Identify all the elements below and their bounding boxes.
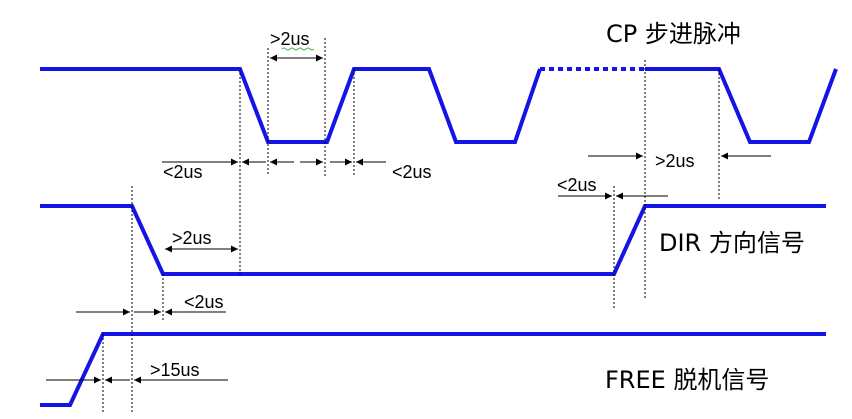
timing-free-dir: <2us [76,292,226,316]
cp-signal-line [40,67,542,144]
cp-signal-name: CP 步进脉冲 [606,20,741,48]
free-signal-name: FREE 脱机信号 [605,366,769,394]
label-dir-setup: <2us [557,175,597,195]
label-dir-cp-gap: >2us [655,151,695,171]
label-free-dir: <2us [184,292,224,312]
label-dir-low-cp: >2us [172,228,212,248]
timing-dir-setup: <2us [557,175,668,200]
guide-lines [102,38,720,412]
cp-signal-line-2 [645,67,838,144]
timing-cp-rise: <2us [270,158,432,182]
timing-cp-lead-left: <2us [162,158,266,182]
dir-signal-line [40,204,826,276]
timing-cp-low-width: >2us [270,29,323,62]
free-signal-line [40,332,826,407]
timing-dir-cp-gap: >2us [588,151,771,171]
cp-waveform [40,67,838,144]
label-free-setup: >15us [150,360,200,380]
timing-dir-low-cp: >2us [165,228,238,253]
label-cp-rise: <2us [392,162,432,182]
timing-free-setup: >15us [46,360,228,384]
label-cp-lead-left: <2us [163,162,203,182]
dir-signal-name: DIR 方向信号 [659,229,805,257]
label-cp-low-width: >2us [270,29,310,49]
